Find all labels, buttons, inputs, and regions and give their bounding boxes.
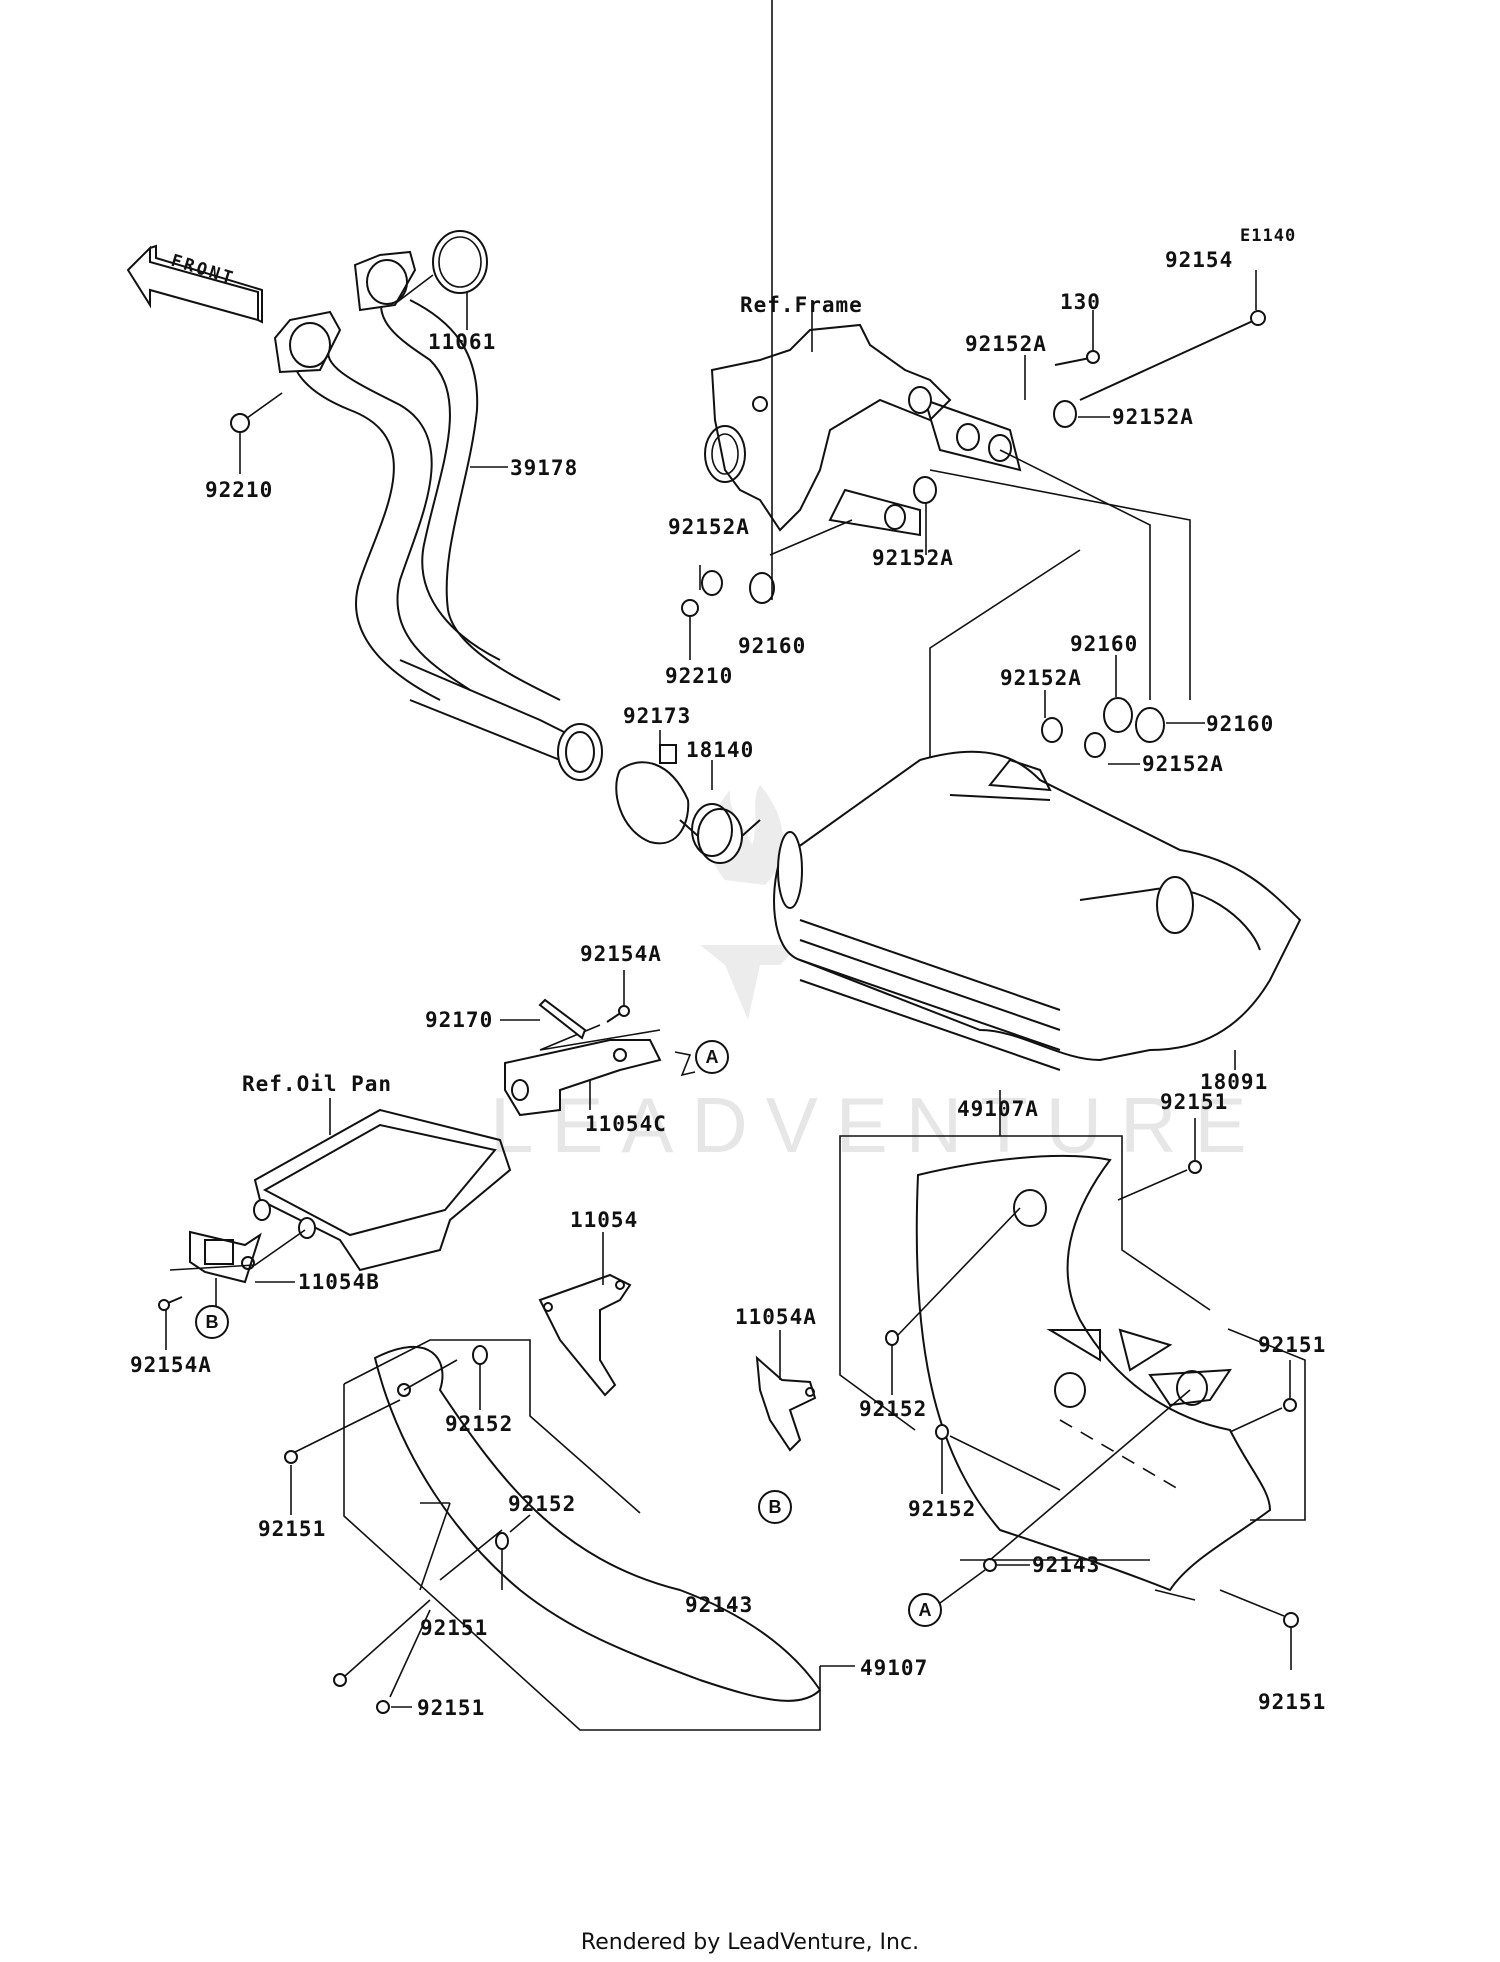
bolt-92151-right[interactable] <box>1188 1160 1299 1628</box>
bolt-92154A[interactable] <box>606 1005 630 1023</box>
frame-reference <box>704 323 1022 537</box>
part-label[interactable]: 92152A <box>1000 666 1082 690</box>
part-label[interactable]: 92154A <box>580 942 662 966</box>
collar-92143[interactable] <box>495 1532 509 1550</box>
cover-49107A[interactable] <box>915 1154 1272 1592</box>
part-label[interactable]: 18140 <box>686 738 755 762</box>
muffler-18091[interactable] <box>773 750 1302 1071</box>
part-label[interactable]: 11061 <box>428 330 497 354</box>
bracket-11054B[interactable] <box>189 1230 262 1284</box>
part-label[interactable]: 92173 <box>623 704 692 728</box>
part-label[interactable]: 92152 <box>445 1412 514 1436</box>
ref-frame-label: Ref.Frame <box>740 293 863 317</box>
diagram-code: E1140 <box>1240 226 1297 246</box>
gasket-ring-18140[interactable] <box>679 803 761 864</box>
part-label[interactable]: 92210 <box>205 478 274 502</box>
part-label[interactable]: 130 <box>1060 290 1101 314</box>
bracket-11054C[interactable] <box>504 1039 662 1117</box>
oil-pan-reference <box>253 1108 512 1272</box>
part-label[interactable]: 92152A <box>872 546 954 570</box>
clamp-band-92170[interactable] <box>538 998 587 1040</box>
part-label[interactable]: 92170 <box>425 1008 494 1032</box>
part-label[interactable]: 39178 <box>510 456 579 480</box>
part-label[interactable]: 92151 <box>1258 1333 1327 1357</box>
part-label[interactable]: 92160 <box>1206 712 1275 736</box>
collar-92143-right[interactable] <box>983 1558 997 1572</box>
part-label[interactable]: 49107 <box>860 1656 929 1680</box>
part-label[interactable]: 92152 <box>908 1497 977 1521</box>
gasket-11061[interactable] <box>432 230 488 294</box>
bolt-130[interactable] <box>1054 350 1100 366</box>
exhaust-pipe-39178[interactable] <box>273 250 603 781</box>
part-label[interactable]: 92154A <box>130 1353 212 1377</box>
part-label[interactable]: 92152 <box>508 1492 577 1516</box>
front-arrow-icon <box>126 244 263 324</box>
nut-92210-small[interactable] <box>681 599 699 617</box>
part-label[interactable]: 92160 <box>738 634 807 658</box>
part-label[interactable]: 11054 <box>570 1208 639 1232</box>
part-label[interactable]: 92151 <box>1258 1690 1327 1714</box>
part-label[interactable]: 92151 <box>258 1517 327 1541</box>
part-label[interactable]: 92152 <box>859 1397 928 1421</box>
part-label[interactable]: 11054B <box>298 1270 380 1294</box>
part-label[interactable]: 92152A <box>965 332 1047 356</box>
part-label[interactable]: 11054C <box>585 1112 667 1136</box>
bolt-92154A-lower[interactable] <box>158 1296 183 1311</box>
callout-marker-b: B <box>758 1490 792 1524</box>
bolt-92151[interactable] <box>284 1450 390 1714</box>
bracket-11054[interactable] <box>538 1273 632 1397</box>
part-label[interactable]: 92151 <box>417 1696 486 1720</box>
part-label[interactable]: 11054A <box>735 1305 817 1329</box>
part-label[interactable]: 92152A <box>668 515 750 539</box>
part-label[interactable]: 92160 <box>1070 632 1139 656</box>
callout-marker-a: A <box>908 1593 942 1627</box>
part-label[interactable]: 92154 <box>1165 248 1234 272</box>
nut-92210[interactable] <box>230 413 250 433</box>
bracket-11054A[interactable] <box>755 1355 817 1452</box>
callout-marker-b: B <box>195 1305 229 1339</box>
cover-49107[interactable] <box>373 1345 822 1702</box>
part-label[interactable]: 49107A <box>957 1097 1039 1121</box>
part-label[interactable]: 92152A <box>1112 405 1194 429</box>
part-label[interactable]: 92151 <box>1160 1090 1229 1114</box>
bolt-92154[interactable] <box>1079 310 1266 401</box>
callout-marker-a: A <box>695 1040 729 1074</box>
clamp-92173[interactable] <box>615 744 690 845</box>
collar-92152[interactable] <box>472 1345 488 1365</box>
part-label[interactable]: 18091 <box>1200 1070 1269 1094</box>
watermark-text: LEADVENTURE <box>490 1081 1265 1169</box>
part-label[interactable]: 92152A <box>1142 752 1224 776</box>
damper-92160[interactable] <box>749 572 1165 743</box>
part-label[interactable]: 92151 <box>420 1616 489 1640</box>
part-label[interactable]: 92143 <box>685 1593 754 1617</box>
collar-92152-right[interactable] <box>885 1330 949 1440</box>
footer-credit: Rendered by LeadVenture, Inc. <box>580 1930 920 1955</box>
part-label[interactable]: 92143 <box>1032 1553 1101 1577</box>
collar-92152A[interactable] <box>701 386 1106 758</box>
ref-oil-pan-label: Ref.Oil Pan <box>242 1072 393 1096</box>
part-label[interactable]: 92210 <box>665 664 734 688</box>
